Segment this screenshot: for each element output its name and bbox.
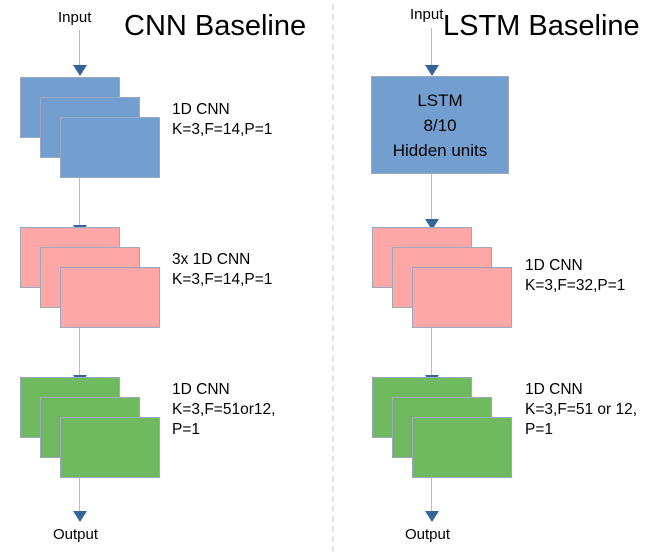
lstm-box-line2: 8/10 — [423, 115, 457, 135]
block-cnn-3-stack — [20, 377, 160, 478]
layer-box — [412, 267, 512, 328]
output-label-cnn: Output — [53, 526, 99, 543]
input-label-cnn: Input — [58, 9, 92, 26]
column-divider — [332, 4, 334, 552]
input-label-lstm: Input — [410, 6, 444, 23]
spec-lstm-2-line2: K=3,F=32,P=1 — [525, 277, 626, 294]
block-lstm-1-solid: LSTM 8/10 Hidden units — [371, 76, 509, 174]
block-cnn-1-stack — [20, 77, 160, 178]
spec-cnn-3-line2: K=3,F=51or12, — [172, 401, 276, 418]
lstm-box-line1: LSTM — [417, 90, 463, 110]
block-lstm-2-stack — [372, 227, 512, 328]
layer-box — [60, 267, 160, 328]
spec-lstm-3-line2: K=3,F=51 or 12, — [525, 401, 638, 418]
page-title-cnn: CNN Baseline — [124, 10, 307, 42]
arrow-block3-to-output-lstm — [425, 478, 439, 522]
spec-cnn-3-line1: 1D CNN — [172, 381, 230, 398]
spec-cnn-3-line3: P=1 — [172, 421, 201, 438]
spec-lstm-3-line3: P=1 — [525, 421, 554, 438]
arrow-input-to-block1-lstm — [425, 28, 439, 76]
lstm-box-line3: Hidden units — [392, 140, 488, 160]
block-cnn-2-stack — [20, 227, 160, 328]
arrow-block3-to-output-cnn — [73, 478, 87, 522]
layer-box — [60, 417, 160, 478]
spec-lstm-3-line1: 1D CNN — [525, 381, 583, 398]
arrow-block1-to-block2-lstm — [425, 174, 439, 230]
page-title-lstm: LSTM Baseline — [443, 10, 640, 42]
block-lstm-3-stack — [372, 377, 512, 478]
layer-box — [412, 417, 512, 478]
spec-cnn-1-line2: K=3,F=14,P=1 — [172, 121, 273, 138]
spec-cnn-1-line1: 1D CNN — [172, 101, 230, 118]
layer-box — [60, 117, 160, 178]
arrow-input-to-block1-cnn — [73, 30, 87, 76]
spec-cnn-2-line2: K=3,F=14,P=1 — [172, 271, 273, 288]
output-label-lstm: Output — [405, 526, 451, 543]
spec-lstm-2-line1: 1D CNN — [525, 257, 583, 274]
spec-cnn-2-line1: 3x 1D CNN — [172, 251, 251, 268]
